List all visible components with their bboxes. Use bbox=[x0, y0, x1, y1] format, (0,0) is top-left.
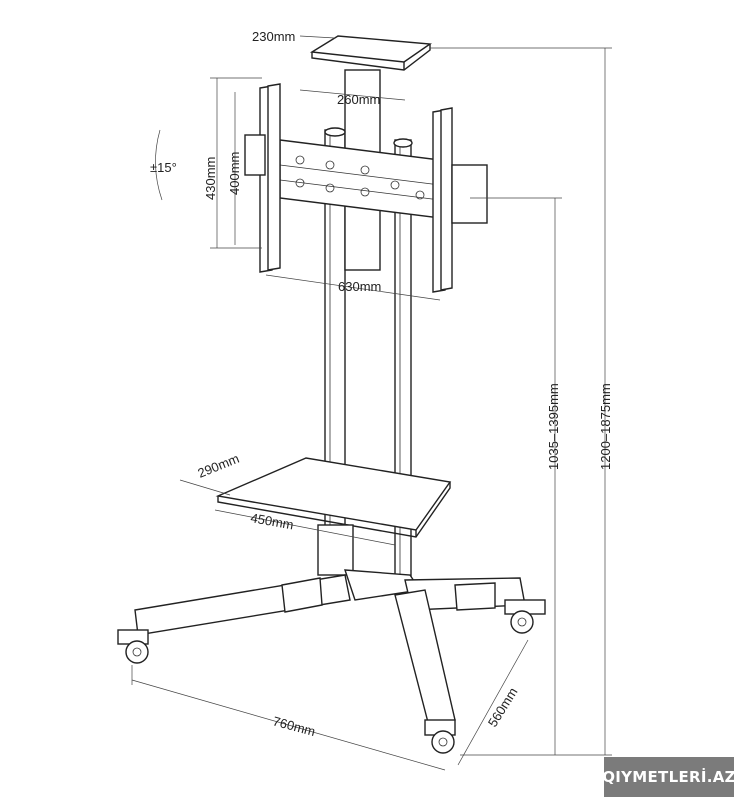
label-mount-height-range: 1035–1395mm bbox=[546, 383, 561, 470]
label-base-width: 760mm bbox=[271, 713, 317, 739]
label-bracket-height-outer: 430mm bbox=[203, 157, 218, 200]
base bbox=[134, 569, 526, 731]
label-top-plate-width: 260mm bbox=[337, 92, 380, 107]
label-top-plate-depth: 230mm bbox=[252, 29, 295, 44]
label-total-height-range: 1200–1875mm bbox=[598, 383, 613, 470]
watermark: QIYMETLERİ.AZ bbox=[602, 757, 734, 797]
casters bbox=[117, 599, 546, 754]
top-plate bbox=[309, 35, 432, 71]
label-tilt: ±15° bbox=[150, 160, 177, 175]
vesa-bracket bbox=[244, 83, 488, 293]
label-shelf-width: 450mm bbox=[249, 510, 294, 532]
label-bracket-height-inner: 400mm bbox=[227, 152, 242, 195]
label-shelf-depth: 290mm bbox=[196, 451, 242, 481]
dimension-lines bbox=[131, 35, 612, 771]
label-bracket-width: 630mm bbox=[338, 279, 381, 294]
